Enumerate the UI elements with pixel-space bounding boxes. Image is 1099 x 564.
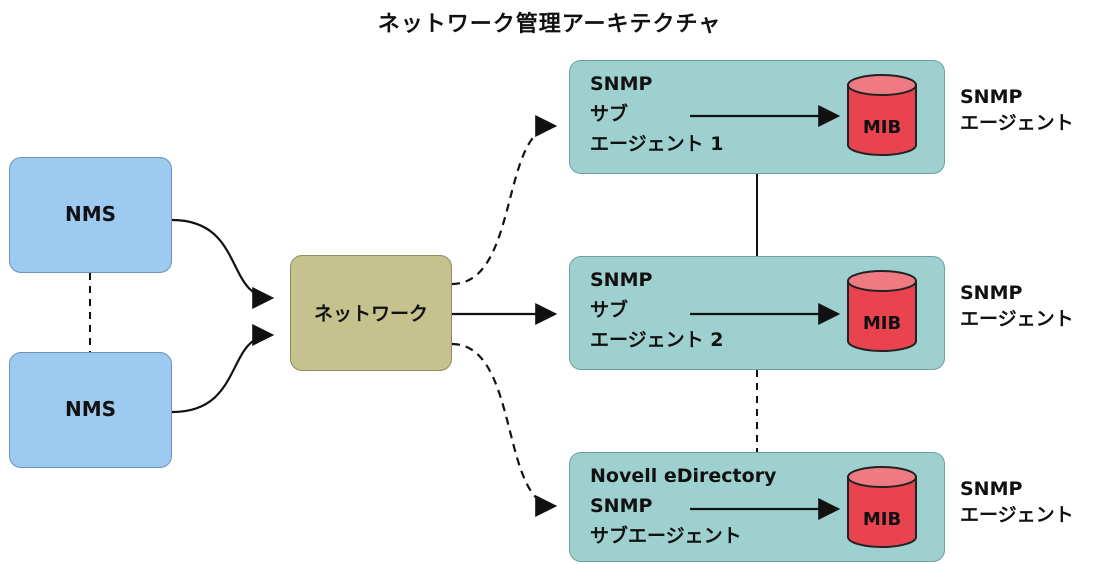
nms-label: NMS (64, 397, 117, 421)
mib-label: MIB (863, 509, 901, 530)
network-to-agent1-arrow (451, 115, 558, 286)
subagent-line: Novell eDirectory (590, 465, 777, 487)
subagent-line: SNMP (590, 269, 653, 291)
mib-label: MIB (863, 117, 901, 138)
nms-label: NMS (64, 202, 117, 226)
nms2-to-network-arrow (171, 324, 275, 414)
subagent-line: サブ (590, 299, 629, 321)
side-label-line: SNMP (960, 86, 1023, 108)
side-label-line: エージェント (960, 112, 1074, 134)
snmp-agent-label-1: SNMP エージェント (960, 84, 1074, 136)
subagent-line: SNMP (590, 495, 653, 517)
subagent-line: サブエージェント (590, 525, 742, 547)
network-label: ネットワーク (313, 303, 428, 325)
mib-database-icon: MIB (847, 74, 917, 156)
mib-database-icon: MIB (847, 466, 917, 548)
subagent-line: エージェント 1 (590, 133, 724, 155)
side-label-line: SNMP (960, 478, 1023, 500)
mib-arrow (690, 105, 841, 127)
side-label-line: エージェント (960, 308, 1074, 330)
network-box: ネットワーク (290, 255, 452, 371)
subagent-box-3: Novell eDirectory SNMP サブエージェント MIB (569, 452, 945, 562)
subagent-label: SNMP サブ エージェント 1 (590, 69, 723, 159)
nms1-to-network-arrow (171, 218, 275, 309)
snmp-agent-label-2: SNMP エージェント (960, 280, 1074, 332)
subagent-label: Novell eDirectory SNMP サブエージェント (590, 461, 776, 551)
subagent-box-1: SNMP サブ エージェント 1 MIB (569, 60, 945, 174)
subagent-line: サブ (590, 103, 629, 125)
subagent-line: エージェント 2 (590, 329, 724, 351)
diagram-title: ネットワーク管理アーキテクチャ (377, 12, 722, 37)
mib-label: MIB (863, 313, 901, 334)
nms-box-1: NMS (9, 157, 172, 273)
subagent-label: SNMP サブ エージェント 2 (590, 265, 723, 355)
subagent-box-2: SNMP サブ エージェント 2 MIB (569, 256, 945, 370)
subagent-line: SNMP (590, 73, 653, 95)
network-to-agent3-arrow (451, 342, 558, 517)
side-label-line: エージェント (960, 504, 1074, 526)
mib-arrow (690, 498, 841, 520)
side-label-line: SNMP (960, 282, 1023, 304)
mib-arrow (690, 303, 841, 325)
snmp-agent-label-3: SNMP エージェント (960, 476, 1074, 528)
nms-box-2: NMS (9, 352, 172, 468)
mib-database-icon: MIB (847, 270, 917, 352)
